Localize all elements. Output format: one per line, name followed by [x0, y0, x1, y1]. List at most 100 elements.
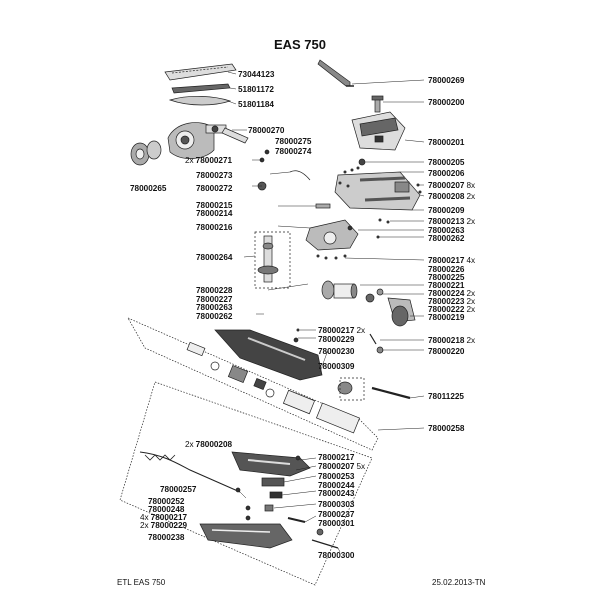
- base-78000238: [199, 523, 293, 549]
- label-part-number: 78000262: [428, 234, 465, 243]
- part-label-78000265: 78000265: [130, 184, 166, 193]
- part-label-78000214: 78000214: [196, 209, 232, 218]
- motor-support-78000216: [305, 219, 359, 251]
- label-quantity-prefix: 4x: [140, 513, 149, 522]
- label-part-number: 78000218: [428, 336, 465, 345]
- part-label-78000301: 78000301: [318, 519, 354, 528]
- label-part-number: 78000217: [428, 256, 465, 265]
- label-quantity-suffix: 5x: [356, 462, 366, 471]
- label-part-number: 73044123: [238, 70, 275, 79]
- label-part-number: 78000207: [318, 462, 355, 471]
- label-part-number: 78000229: [150, 521, 188, 530]
- part-label-78000227: 78000227: [196, 295, 232, 304]
- label-part-number: 78000201: [428, 138, 465, 147]
- part-label-78000225: 78000225: [428, 273, 464, 282]
- part-label-78000216: 78000216: [196, 223, 232, 232]
- label-part-number: 78000301: [318, 519, 355, 528]
- label-quantity-suffix: 2x: [466, 192, 476, 201]
- part-label-78000269: 78000269: [428, 76, 464, 85]
- part-label-78011225: 78011225: [428, 392, 464, 401]
- label-part-number: 78000205: [428, 158, 465, 167]
- label-part-number: 78000208: [195, 440, 233, 449]
- blade-73044123: [164, 63, 237, 81]
- part-label-78000252: 78000252: [148, 497, 184, 506]
- label-part-number: 78000271: [195, 156, 233, 165]
- label-part-number: 78000219: [428, 313, 465, 322]
- part-label-78000205: 78000205: [428, 158, 464, 167]
- label-part-number: 78000206: [428, 169, 465, 178]
- part-label-78000219: 78000219: [428, 313, 464, 322]
- part-label-78000303: 78000303: [318, 500, 354, 509]
- handle-78000230: [214, 329, 323, 381]
- label-part-number: 78000217: [150, 513, 188, 522]
- part-label-78000248: 78000248: [148, 505, 184, 514]
- label-part-number: 78000269: [428, 76, 465, 85]
- label-quantity-suffix: 2x: [466, 336, 476, 345]
- label-quantity-suffix: 2x: [466, 305, 476, 314]
- label-quantity-prefix: 2x: [140, 521, 149, 530]
- label-part-number: 78000263: [428, 226, 465, 235]
- part-label-78000217: 78000217: [318, 453, 354, 462]
- label-quantity-prefix: 2x: [185, 440, 194, 449]
- label-part-number: 78000200: [428, 98, 465, 107]
- gear-housing: [167, 122, 249, 159]
- label-part-number: 78000275: [275, 137, 312, 146]
- label-part-number: 51801184: [238, 100, 274, 109]
- motor-78000221: [321, 280, 416, 327]
- label-part-number: 78000228: [196, 286, 233, 295]
- label-part-number: 78000257: [160, 485, 197, 494]
- part-label-78000237: 78000237: [318, 510, 354, 519]
- label-part-number: 78000265: [130, 184, 167, 193]
- part-label-78000275: 78000275: [275, 137, 311, 146]
- part-label-78000209: 78000209: [428, 206, 464, 215]
- label-part-number: 78000226: [428, 265, 465, 274]
- part-label-78000258: 78000258: [428, 424, 464, 433]
- part-label-78000206: 78000206: [428, 169, 464, 178]
- part-label-78000264: 78000264: [196, 253, 232, 262]
- part-label-51801172: 51801172: [238, 85, 274, 94]
- footer-left: ETL EAS 750: [117, 578, 166, 587]
- part-label-78000270: 78000270: [248, 126, 284, 135]
- label-part-number: 78000243: [318, 489, 355, 498]
- screw-78000200: [371, 95, 384, 113]
- part-label-78000226: 78000226: [428, 265, 464, 274]
- label-part-number: 78000221: [428, 281, 465, 290]
- label-part-number: 78000264: [196, 253, 233, 262]
- label-quantity-suffix: 8x: [466, 181, 476, 190]
- label-quantity-suffix: 4x: [466, 256, 476, 265]
- part-label-78000230: 78000230: [318, 347, 354, 356]
- blade-holder-78000201: [351, 111, 406, 151]
- part-label-78000200: 78000200: [428, 98, 464, 107]
- part-label-78000262: 78000262: [196, 312, 232, 321]
- part-label-78000300: 78000300: [318, 551, 354, 560]
- label-part-number: 78000244: [318, 481, 355, 490]
- part-label-78000262: 78000262: [428, 234, 464, 243]
- label-part-number: 78000215: [196, 201, 233, 210]
- label-part-number: 78000222: [428, 305, 465, 314]
- label-part-number: 78000224: [428, 289, 465, 298]
- label-part-number: 78000272: [196, 184, 233, 193]
- part-label-51801184: 51801184: [238, 100, 274, 109]
- tube-assembly-78000258: [127, 317, 379, 451]
- part-label-78000253: 78000253: [318, 472, 354, 481]
- hex-key-78000269: [317, 59, 354, 87]
- label-part-number: 78000227: [196, 295, 233, 304]
- blade-51801172: [171, 83, 231, 94]
- cap-78000309: [337, 377, 365, 401]
- label-quantity-suffix: 2x: [466, 297, 476, 306]
- battery-cover: [231, 451, 311, 477]
- label-part-number: 78000229: [318, 335, 355, 344]
- label-part-number: 78000213: [428, 217, 465, 226]
- part-label-78000243: 78000243: [318, 489, 354, 498]
- label-quantity-prefix: 2x: [185, 156, 194, 165]
- label-quantity-suffix: 2x: [466, 289, 476, 298]
- part-label-78000215: 78000215: [196, 201, 232, 210]
